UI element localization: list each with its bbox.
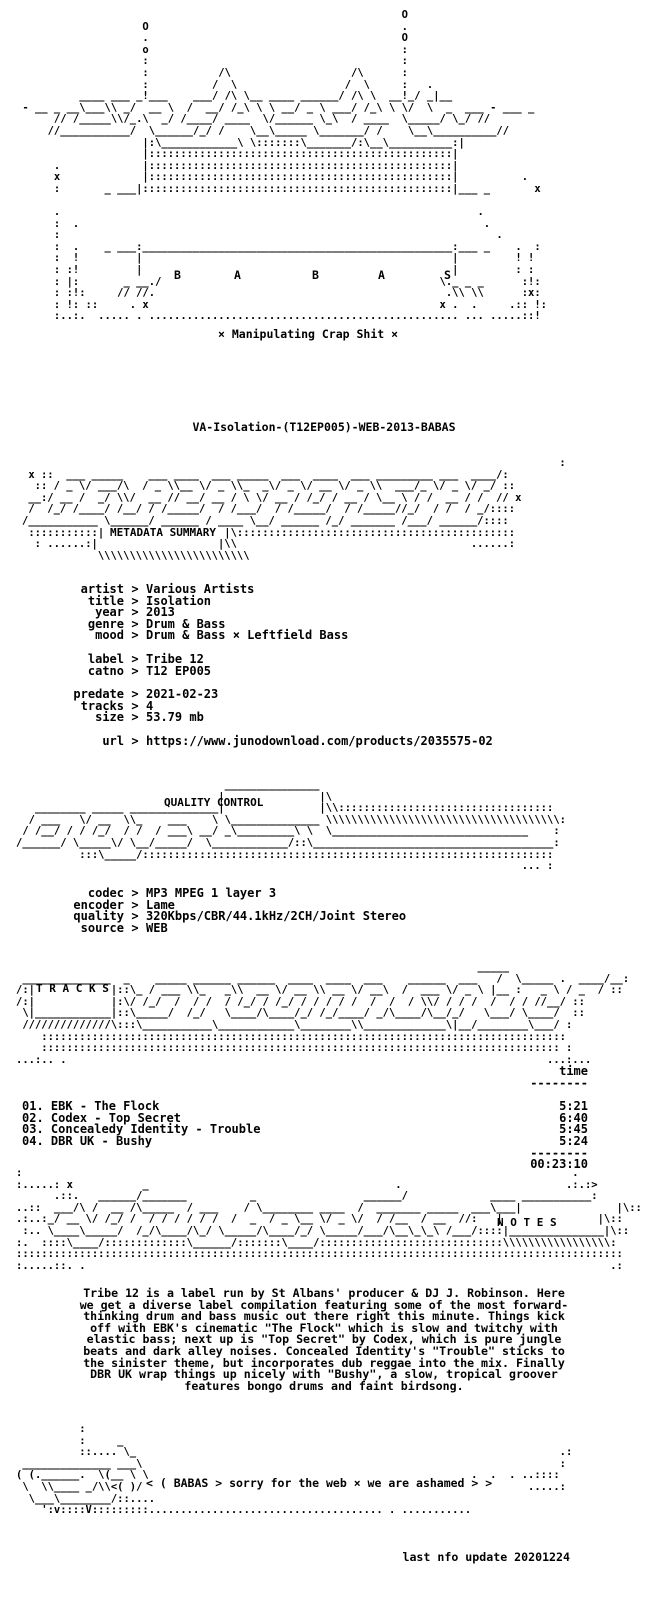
logo-letter-3: B xyxy=(312,268,319,282)
tracks-rule-bottom: -------- xyxy=(530,1145,588,1160)
meta-row-url: url>https://www.junodownload.com/product… xyxy=(102,733,493,748)
quality-banner-art: _______________ | |\ ________ _____ ____… xyxy=(16,779,566,873)
tracks-heading: T R A C K S xyxy=(36,982,109,995)
notes-heading: N O T E S xyxy=(497,1216,557,1229)
logo-letter-4: A xyxy=(378,268,385,282)
release-name: VA-Isolation-(T12EP005)-WEB-2013-BABAS xyxy=(192,420,456,434)
tracks-rule-top: -------- xyxy=(530,1075,588,1090)
meta-row-mood: mood>Drum & Bass × Leftfield Bass xyxy=(95,628,349,643)
header-tagline: × Manipulating Crap Shit × xyxy=(218,327,399,341)
product-url-link[interactable]: https://www.junodownload.com/products/20… xyxy=(146,733,493,748)
meta-row-catno: catno>T12 EP005 xyxy=(87,663,212,678)
logo-letter-2: A xyxy=(234,268,241,282)
release-notes-text: Tribe 12 is a label run by St Albans' pr… xyxy=(79,1286,569,1393)
notes-banner-art: : . :.....: x _ . .:.:> .::. ____ xyxy=(16,1167,642,1272)
quality-heading: QUALITY CONTROL xyxy=(164,796,264,809)
meta-row-year: year>2013 xyxy=(95,605,175,620)
quality-list: codec>MP3 MPEG 1 layer 3 encoder>Lame qu… xyxy=(6,886,407,935)
meta-row-title: title>Isolation xyxy=(87,593,212,608)
footer-art: : : _ ::.... \_ .: ______________ ___\ :… xyxy=(16,1423,573,1517)
release-notes: Tribe 12 is a label run by St Albans' pr… xyxy=(40,1286,608,1393)
meta-row-genre: genre>Drum & Bass xyxy=(87,616,226,631)
meta-row-tracks: tracks>4 xyxy=(80,698,154,713)
footer-message: < ( BABAS > sorry for the web × we are a… xyxy=(146,1476,493,1490)
metadata-banner-art: : x :: ___ _____ ___ ____ ___ _____ ___ … xyxy=(22,457,566,562)
tracks-total-time: 00:23:10 xyxy=(530,1157,588,1172)
quality-row-codec: codec>MP3 MPEG 1 layer 3 xyxy=(87,886,277,900)
tracks-time-header-row: time xyxy=(22,1064,588,1078)
meta-row-artist: artist>Various Artists xyxy=(80,582,255,596)
meta-row-label: label>Tribe 12 xyxy=(87,651,204,666)
babas-logo-art: O O . . O o : xyxy=(22,9,548,323)
tracks-total-row: 00:23:10 xyxy=(22,1157,588,1172)
meta-row-size: size>53.79 mb xyxy=(95,710,204,725)
quality-row-quality: quality>320Kbps/CBR/44.1kHz/2CH/Joint St… xyxy=(73,909,407,924)
quality-row-encoder: encoder>Lame xyxy=(73,897,175,912)
meta-row-predate: predate>2021-02-23 xyxy=(73,687,219,702)
metadata-list: artist>Various Artists title>Isolation y… xyxy=(6,582,493,748)
quality-row-source: source>WEB xyxy=(80,920,168,935)
tracks-banner-art: _____ ______________ _ _____ ______ ____… xyxy=(16,961,630,1066)
metadata-heading: METADATA SUMMARY xyxy=(110,526,216,539)
last-update: last nfo update 20201224 xyxy=(402,1550,570,1564)
logo-letter-1: B xyxy=(174,268,181,282)
time-column-header: time xyxy=(559,1064,588,1078)
logo-letter-5: S xyxy=(444,268,451,282)
